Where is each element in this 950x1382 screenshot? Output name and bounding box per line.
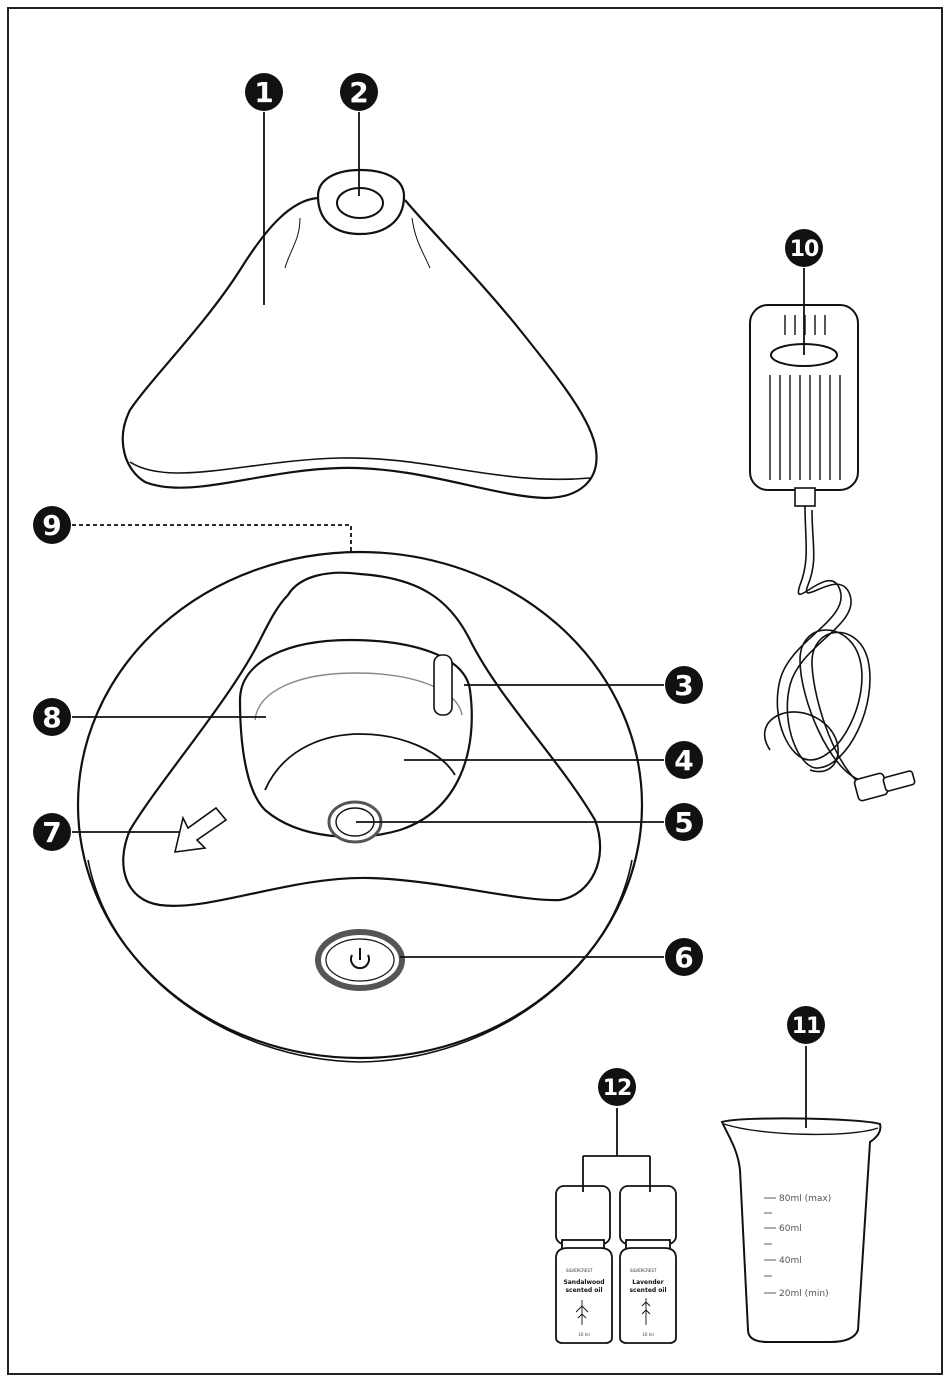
bottle-1-brand: SILVERCREST: [566, 1268, 593, 1273]
adapter-cable-coil: [765, 712, 838, 772]
bottle-2-brand: SILVERCREST: [630, 1268, 657, 1273]
bottle-1-body: [556, 1248, 612, 1343]
callout-10: 10: [785, 229, 823, 267]
dc-plug-tip: [883, 770, 916, 791]
callout-7-label: 7: [42, 816, 61, 849]
cup-mark-60: 60ml: [779, 1224, 802, 1234]
callout-4: 4: [665, 741, 703, 779]
dc-plug-housing: [854, 772, 889, 801]
callout-12-label: 12: [603, 1076, 632, 1101]
callout-8-label: 8: [42, 701, 61, 734]
callout-9: 9: [33, 506, 71, 544]
diffuser-base: [78, 552, 642, 1062]
bottle-1-type: scented oil: [565, 1287, 602, 1294]
callout-6: 6: [665, 938, 703, 976]
bottle-2-cap: [620, 1186, 676, 1244]
callout-5-label: 5: [674, 806, 693, 839]
bottle-1-name: Sandalwood: [563, 1279, 604, 1286]
callout-7: 7: [33, 813, 71, 851]
bottle-2-type: scented oil: [629, 1287, 666, 1294]
power-adapter: [750, 305, 915, 802]
bottle-2-name: Lavender: [632, 1279, 663, 1286]
callout-3: 3: [665, 666, 703, 704]
bottle-1-cap: [556, 1186, 610, 1244]
callout-9-label: 9: [42, 509, 61, 542]
tank-side-tab: [434, 655, 452, 715]
mist-outlet: [337, 188, 383, 218]
callout-11-label: 11: [792, 1014, 821, 1039]
callout-2-label: 2: [349, 76, 368, 109]
callout-3-label: 3: [674, 669, 693, 702]
callout-12: 12: [598, 1068, 636, 1106]
callout-11: 11: [787, 1006, 825, 1044]
cover-body: [123, 198, 597, 498]
leader-9: [72, 525, 351, 552]
bottle-2-volume: 10 ml: [642, 1332, 653, 1337]
leader-12: [583, 1108, 650, 1192]
oil-bottle-2: [620, 1186, 676, 1343]
callout-5: 5: [665, 803, 703, 841]
callout-2: 2: [340, 73, 378, 111]
cup-mark-40: 40ml: [779, 1256, 802, 1266]
cover-highlight-left: [285, 218, 300, 268]
diffuser-cover: [123, 170, 597, 498]
bottle-1-volume: 10 ml: [578, 1332, 589, 1337]
oil-bottle-1: [556, 1186, 612, 1343]
callout-6-label: 6: [674, 941, 693, 974]
callout-10-label: 10: [790, 237, 819, 262]
callout-8: 8: [33, 698, 71, 736]
callout-4-label: 4: [674, 744, 693, 777]
cup-mark-20: 20ml (min): [779, 1289, 829, 1299]
callout-1-label: 1: [254, 76, 273, 109]
callout-1: 1: [245, 73, 283, 111]
cup-mark-80: 80ml (max): [779, 1194, 831, 1204]
cable-strain-relief: [795, 488, 815, 506]
bottle-2-body: [620, 1248, 676, 1343]
direction-arrow-icon: [175, 808, 226, 852]
leader-lines: [72, 112, 806, 1192]
